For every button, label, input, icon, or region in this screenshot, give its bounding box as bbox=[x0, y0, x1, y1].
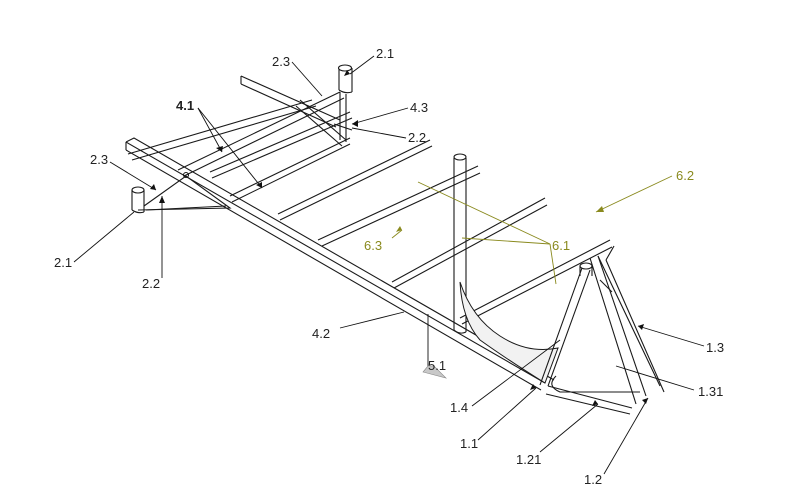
label-6-1: 6.1 bbox=[552, 238, 570, 253]
label-1-2: 1.2 bbox=[584, 472, 602, 487]
rear-frame bbox=[127, 75, 351, 203]
label-6-2: 6.2 bbox=[676, 168, 694, 183]
label-5-1: 5.1 bbox=[428, 358, 446, 373]
label-4-2: 4.2 bbox=[312, 326, 330, 341]
label-1-21: 1.21 bbox=[516, 452, 541, 467]
label-4-3: 4.3 bbox=[410, 100, 428, 115]
main-beam bbox=[125, 137, 555, 391]
label-2-3-top: 2.3 bbox=[272, 54, 290, 69]
left-post-bracket bbox=[131, 171, 232, 214]
arrowheads bbox=[150, 70, 648, 406]
label-1-4: 1.4 bbox=[450, 400, 468, 415]
label-2-2-top: 2.2 bbox=[408, 130, 426, 145]
label-2-1-top: 2.1 bbox=[376, 46, 394, 61]
front-triangle-frame bbox=[539, 245, 665, 415]
label-2-2-left: 2.2 bbox=[142, 276, 160, 291]
label-2-3-left: 2.3 bbox=[90, 152, 108, 167]
label-2-1-left: 2.1 bbox=[54, 255, 72, 270]
label-1-31: 1.31 bbox=[698, 384, 723, 399]
label-1-3: 1.3 bbox=[706, 340, 724, 355]
label-6-3: 6.3 bbox=[364, 238, 382, 253]
curved-sheet bbox=[459, 281, 559, 384]
leader-lines bbox=[73, 55, 705, 475]
cross-members bbox=[209, 111, 613, 325]
part-labels: 2.1 2.3 4.1 4.3 2.2 2.3 2.1 2.2 6.2 6.3 … bbox=[54, 46, 724, 487]
label-1-1: 1.1 bbox=[460, 436, 478, 451]
rear-post bbox=[333, 64, 353, 142]
label-4-1: 4.1 bbox=[176, 98, 194, 113]
